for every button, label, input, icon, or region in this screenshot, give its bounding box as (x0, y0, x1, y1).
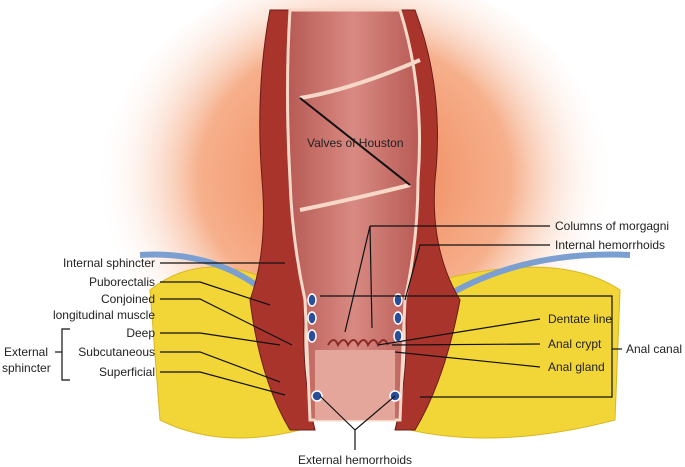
rectal-lumen (286, 8, 422, 422)
label-internal-hemorrhoids: Internal hemorrhoids (555, 238, 666, 252)
label-anal-canal: Anal canal (626, 342, 683, 356)
label-longitudinal-muscle: longitudinal muscle (52, 308, 155, 322)
label-sphincter: sphincter (2, 361, 51, 375)
label-internal-sphincter: Internal sphincter (62, 256, 155, 270)
label-anal-crypt: Anal crypt (548, 337, 602, 351)
label-anal-gland: Anal gland (548, 360, 605, 374)
leader-lines (55, 97, 622, 450)
label-external-hemorrhoids: External hemorrhoids (298, 453, 413, 467)
label-puborectalis: Puborectalis (88, 275, 155, 289)
label-conjoined: Conjoined (100, 292, 155, 306)
label-deep: Deep (126, 326, 155, 340)
label-valves-of-houston: Valves of Houston (307, 136, 404, 150)
label-superficial: Superficial (98, 365, 155, 379)
label-columns-of-morgagni: Columns of morgagni (555, 219, 670, 233)
hemorrhoidal-vessels (307, 293, 403, 402)
label-subcutaneous: Subcutaneous (78, 345, 155, 359)
label-external: External (4, 345, 49, 359)
label-dentate-line: Dentate line (548, 312, 613, 326)
